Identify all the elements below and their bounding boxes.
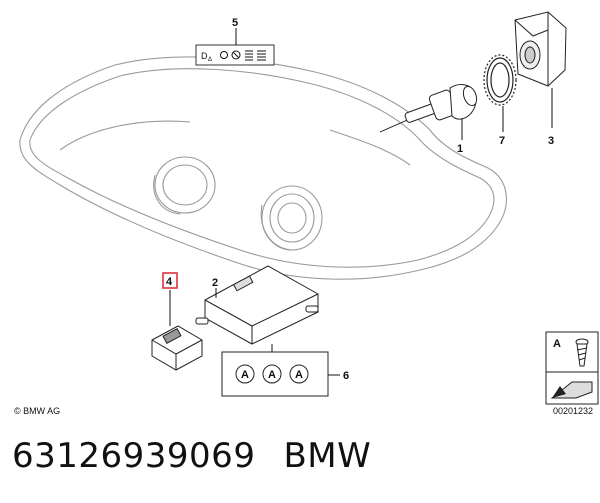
screw-icon (575, 338, 589, 367)
arrow-icon (550, 381, 593, 399)
legend-box: A (545, 331, 599, 405)
footer-caption: 63126939069 BMW (12, 436, 371, 476)
highlight-box (162, 272, 178, 289)
part-number: 63126939069 (12, 436, 256, 476)
callout-7: 7 (499, 135, 505, 147)
projector-lenses (153, 156, 323, 251)
headlight-housing (19, 56, 507, 280)
part-4-module (151, 290, 203, 371)
parts-diagram: D Δ 5 1 7 3 (14, 11, 599, 416)
part-1-xenon-bulb (379, 84, 478, 140)
person-icon (220, 51, 228, 59)
svg-text:Δ: Δ (208, 57, 212, 63)
callout-5: 5 (232, 17, 238, 29)
label5-text: D (201, 51, 208, 61)
part-7-locking-ring (483, 54, 517, 132)
lines-icon (245, 50, 266, 61)
part-2-control-unit (195, 265, 319, 345)
callout-2: 2 (212, 277, 218, 289)
brand-name: BMW (283, 436, 372, 476)
circle-a-3: A (295, 369, 303, 381)
part-3-igniter (514, 11, 567, 128)
part-5-label: D Δ (195, 28, 275, 66)
callout-6: 6 (343, 370, 349, 382)
legend-a: A (553, 338, 561, 350)
drawing-number: 00201232 (553, 406, 593, 416)
callout-1: 1 (457, 143, 463, 155)
callout-4: 4 (166, 276, 173, 288)
part-6-screw-set: A A A (221, 344, 340, 397)
circle-a-1: A (241, 369, 249, 381)
prohibited-icon (231, 50, 241, 60)
callout-3: 3 (548, 135, 554, 147)
circle-a-2: A (268, 369, 276, 381)
diagram-svg: D Δ 5 1 7 3 (14, 11, 599, 416)
copyright: © BMW AG (14, 406, 60, 416)
